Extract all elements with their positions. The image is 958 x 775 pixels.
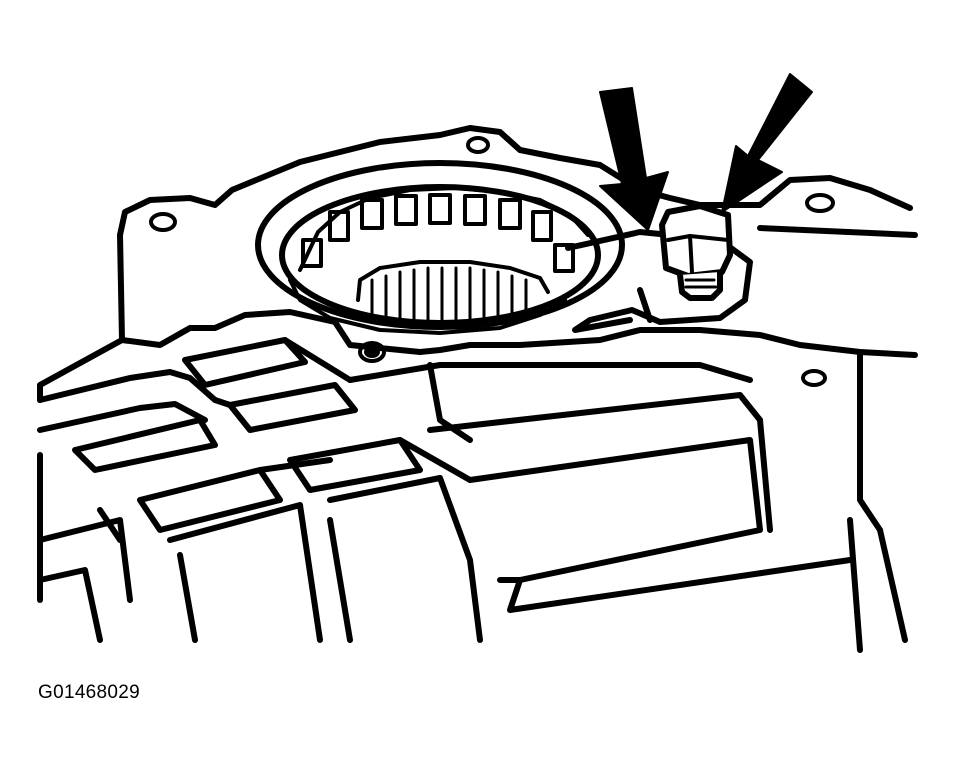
callout-arrow-right	[721, 73, 813, 213]
gear-teeth	[301, 193, 575, 273]
bolt	[659, 203, 733, 301]
splined-gear-bore	[255, 160, 625, 335]
housing-ribs	[37, 337, 908, 653]
inner-spline	[370, 266, 528, 326]
figure-id-label: G01468029	[38, 682, 141, 703]
housing-flange	[37, 125, 918, 603]
callout-arrow-left	[599, 87, 669, 231]
mounting-holes	[149, 136, 835, 387]
housing-illustration	[37, 73, 918, 653]
